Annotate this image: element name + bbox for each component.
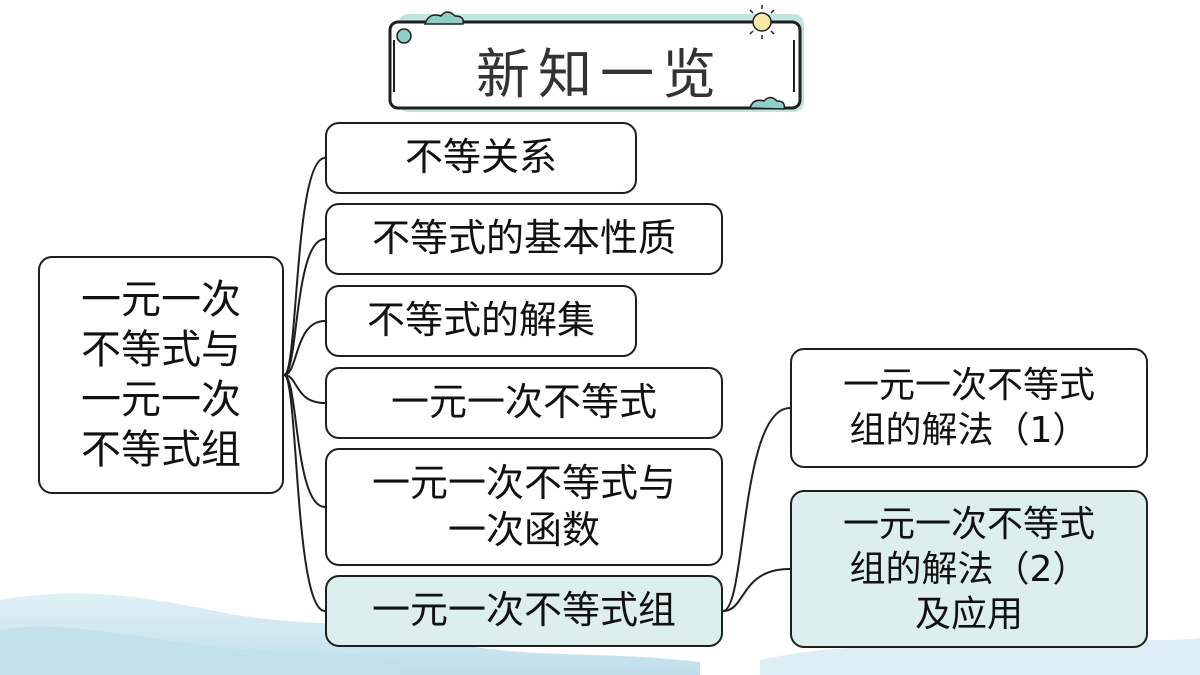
page-title: 新知一览 <box>476 42 724 106</box>
connector-root-to-branch <box>283 157 326 376</box>
branch-node-label: 一元一次不等式组 <box>371 588 676 633</box>
title-banner <box>388 5 804 112</box>
connector-root-to-branch <box>283 374 326 612</box>
branch-node-inequality-and-function: 一元一次不等式与 一次函数 <box>325 448 723 566</box>
branch-node-label: 不等式的基本性质 <box>371 216 676 261</box>
subbranch-node-label: 一元一次不等式 组的解法（2） 及应用 <box>842 503 1095 635</box>
connector-branch-to-subbranch <box>722 407 791 612</box>
connector-root-to-branch <box>283 320 326 376</box>
subbranch-node-label: 一元一次不等式 组的解法（1） <box>842 365 1095 451</box>
branch-node-label: 不等式的解集 <box>366 298 595 343</box>
root-node: 一元一次 不等式与 一元一次 不等式组 <box>38 256 284 494</box>
cloud-icon <box>423 11 465 25</box>
branch-node-linear-inequality: 一元一次不等式 <box>325 367 723 439</box>
connector-root-to-branch <box>283 374 326 404</box>
branch-node-label: 不等关系 <box>404 135 557 180</box>
cloud-icon <box>749 96 786 110</box>
connector-root-to-branch <box>283 374 326 508</box>
connector-branch-to-subbranch <box>722 568 791 612</box>
connector-root-to-branch <box>283 238 326 376</box>
branch-node-label: 一元一次不等式 <box>390 380 657 425</box>
branch-node-label: 一元一次不等式与 一次函数 <box>371 460 676 553</box>
subbranch-node-solution-method-2: 一元一次不等式 组的解法（2） 及应用 <box>790 490 1148 648</box>
branch-node-basic-properties: 不等式的基本性质 <box>325 203 723 275</box>
branch-node-inequality-system: 一元一次不等式组 <box>325 575 723 647</box>
branch-node-solution-set: 不等式的解集 <box>325 285 637 357</box>
branch-node-inequality-relation: 不等关系 <box>325 122 637 194</box>
root-node-label: 一元一次 不等式与 一元一次 不等式组 <box>81 277 241 473</box>
sun-icon <box>745 5 779 39</box>
subbranch-node-solution-method-1: 一元一次不等式 组的解法（1） <box>790 348 1148 468</box>
